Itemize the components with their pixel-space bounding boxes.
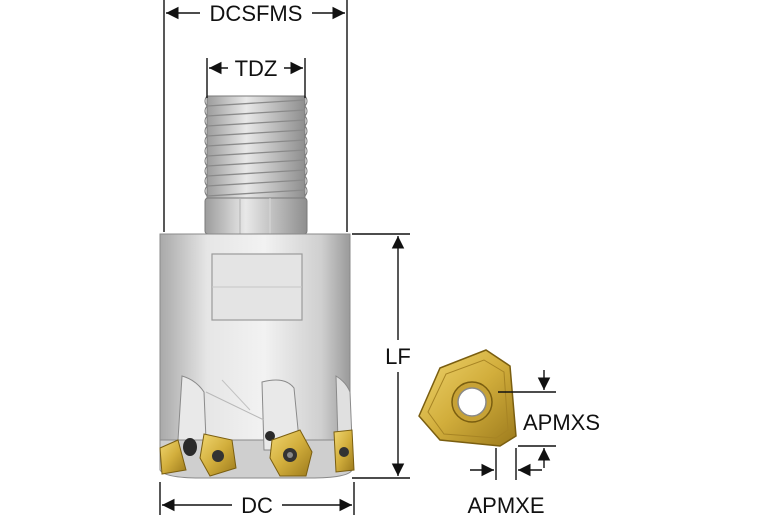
label-apmxs: APMXS [523, 410, 600, 435]
label-lf: LF [385, 344, 411, 369]
label-apmxe: APMXE [467, 493, 544, 518]
threaded-shank [204, 95, 308, 235]
cutter-body [159, 233, 353, 479]
label-dc: DC [241, 493, 273, 518]
label-dcsfms: DCSFMS [210, 1, 303, 26]
body-inserts [159, 429, 355, 477]
label-tdz: TDZ [235, 56, 278, 81]
insert-detail [418, 349, 517, 447]
dimension-lines [159, 0, 556, 515]
